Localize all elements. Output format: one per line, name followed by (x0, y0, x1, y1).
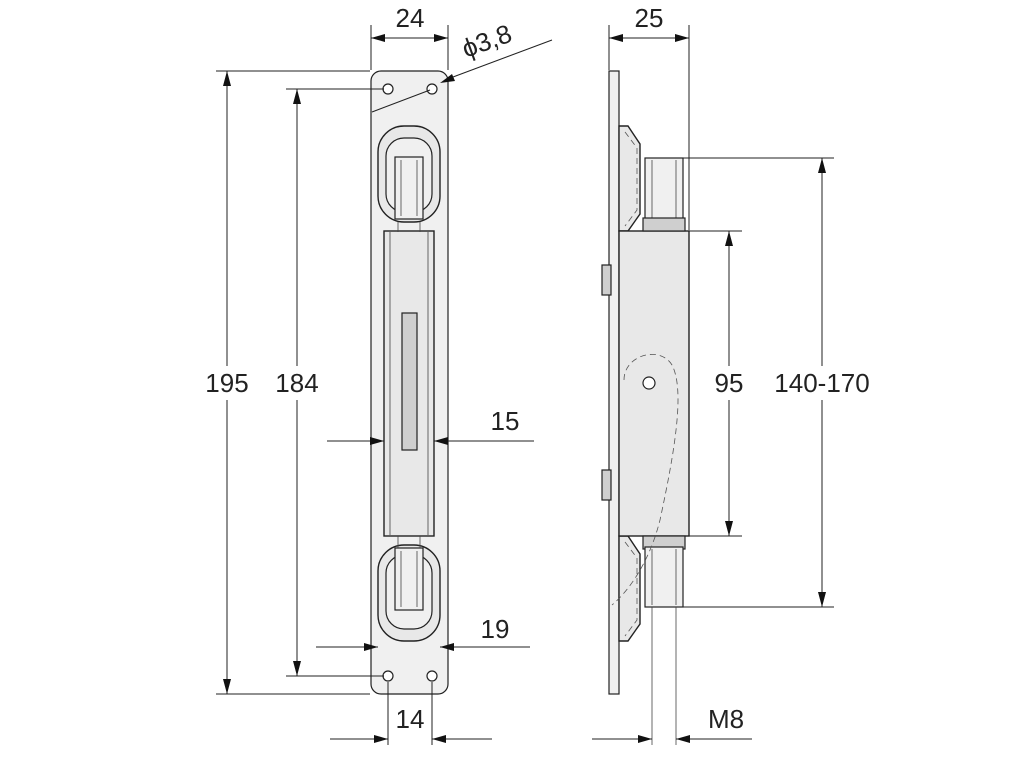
mounting-hole-bottom-left (382, 670, 394, 682)
lower-bolt (394, 547, 424, 611)
side-clip-lower (601, 469, 612, 501)
lever-outline (611, 354, 679, 606)
dim-body-width: 15 (491, 406, 520, 436)
side-upper-bolt (644, 157, 684, 221)
dim-overall-length: 195 (205, 368, 248, 398)
side-clip-upper (601, 264, 612, 296)
lever-slot (401, 312, 418, 451)
dim-bottom-offset: 19 (481, 614, 510, 644)
dim-hole-spacing: 184 (275, 368, 318, 398)
dim-housing-length: 95 (715, 368, 744, 398)
side-view (601, 70, 690, 745)
lever-pivot (642, 376, 656, 390)
mounting-hole-bottom-right (426, 670, 438, 682)
mounting-hole-top-left (382, 83, 394, 95)
dim-side-depth: 25 (635, 3, 664, 33)
front-view (370, 70, 449, 695)
dim-bottom-width: 14 (396, 704, 425, 734)
dim-top-width: 24 (396, 3, 425, 33)
mounting-hole-top-right (426, 83, 438, 95)
side-view-dimensions: 25 95 140-170 M8 (592, 3, 870, 743)
dim-bolt-travel: 140-170 (774, 368, 869, 398)
upper-bolt (394, 156, 424, 220)
dim-thread: M8 (708, 704, 744, 734)
side-lower-bolt (644, 546, 684, 608)
